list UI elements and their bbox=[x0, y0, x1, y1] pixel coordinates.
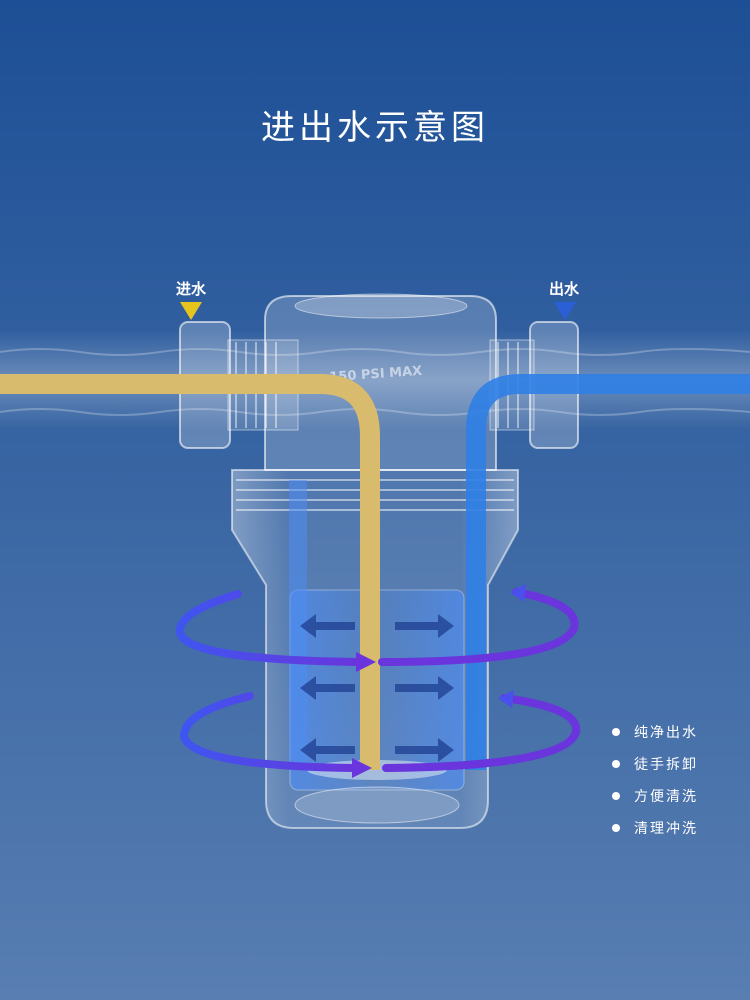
inlet-marker-icon bbox=[180, 302, 202, 320]
page-title: 进出水示意图 bbox=[261, 108, 489, 148]
filter-head bbox=[264, 295, 497, 471]
arrow-left bbox=[300, 676, 355, 700]
bullet-icon bbox=[612, 824, 620, 832]
bullet-icon bbox=[612, 760, 620, 768]
feature-text: 清理冲洗 bbox=[634, 821, 698, 837]
flow-arrows bbox=[300, 614, 454, 762]
head-top bbox=[294, 293, 468, 319]
arrow-left bbox=[300, 738, 355, 762]
arrow-right bbox=[395, 614, 454, 638]
outlet-pipe bbox=[466, 374, 750, 770]
arrow-left bbox=[300, 614, 355, 638]
swirl-lower bbox=[179, 690, 581, 778]
feature-text: 徒手拆卸 bbox=[634, 757, 698, 773]
bowl-bottom bbox=[294, 786, 460, 824]
swirl-upper bbox=[176, 584, 579, 672]
inlet-pipe bbox=[0, 374, 380, 770]
feature-text: 方便清洗 bbox=[634, 789, 698, 805]
arrow-right bbox=[395, 676, 454, 700]
feature-list: 纯净出水 徒手拆卸 方便清洗 清理冲洗 bbox=[612, 722, 698, 850]
arrow-right bbox=[395, 738, 454, 762]
feature-item: 方便清洗 bbox=[612, 786, 698, 806]
feature-item: 清理冲洗 bbox=[612, 818, 698, 838]
outlet-label: 出水 bbox=[549, 280, 580, 298]
bullet-icon bbox=[612, 792, 620, 800]
bullet-icon bbox=[612, 728, 620, 736]
inlet-label: 进水 bbox=[176, 280, 207, 298]
feature-text: 纯净出水 bbox=[634, 725, 698, 741]
outlet-marker-icon bbox=[554, 302, 576, 320]
water-ripple bbox=[0, 348, 750, 356]
feature-item: 纯净出水 bbox=[612, 722, 698, 742]
feature-item: 徒手拆卸 bbox=[612, 754, 698, 774]
housing-text: 150 PSI MAX bbox=[329, 364, 423, 385]
